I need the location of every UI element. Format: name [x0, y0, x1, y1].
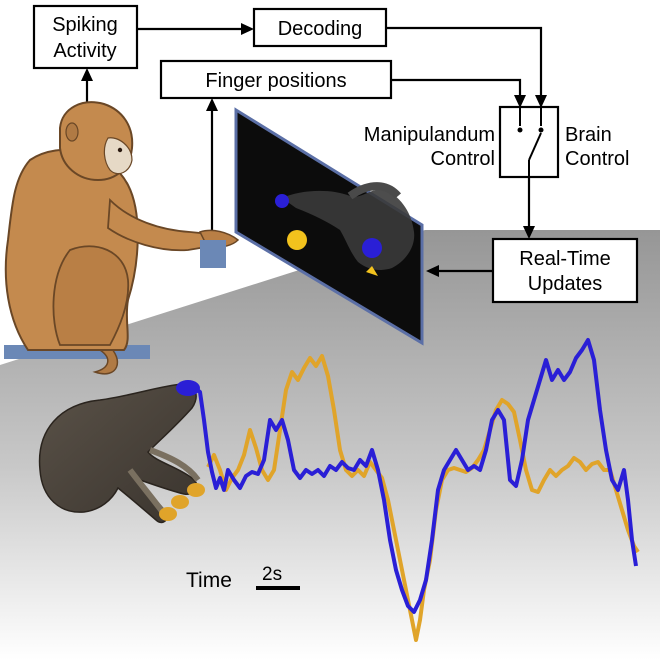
spiking-activity-label-line1: Spiking — [52, 14, 118, 36]
arrow-switch-to-updates — [523, 177, 535, 239]
screen-cursor-dot — [275, 194, 289, 208]
control-switch — [498, 105, 560, 179]
arrow-fingers-to-switch — [391, 78, 526, 108]
spiking-activity-box: Spiking Activity — [32, 4, 139, 70]
arrow-decoding-to-switch — [386, 26, 547, 108]
manipulandum-control-label-line2: Control — [431, 148, 495, 170]
arrow-updates-to-screen — [426, 265, 493, 277]
virtual-hand-fingertip-blue — [176, 380, 200, 396]
decoding-label: Decoding — [278, 18, 363, 40]
manipulandum-control-label-line1: Manipulandum — [364, 124, 495, 146]
arrow-monkey-to-spiking — [81, 68, 93, 106]
virtual-hand-fingertip-yellow-2 — [171, 495, 189, 509]
monkey-illustration — [4, 101, 240, 375]
brain-control-label-line1: Brain — [565, 124, 612, 146]
screen-target-dot — [287, 230, 307, 250]
finger-positions-label: Finger positions — [205, 70, 346, 92]
brain-control-label-line2: Control — [565, 148, 629, 170]
brain-control-trace — [180, 338, 638, 614]
virtual-hand-fingertip-yellow-1 — [187, 483, 205, 497]
real-time-updates-box: Real-Time Updates — [491, 237, 639, 304]
real-time-updates-label-line2: Updates — [528, 273, 603, 295]
spiking-activity-label-line2: Activity — [53, 40, 116, 62]
arrow-manipulandum-to-fingers — [206, 98, 218, 232]
virtual-hand-fingertip-yellow-3 — [159, 507, 177, 521]
background-floor — [0, 230, 660, 660]
time-scale-bar-label: 2s — [262, 564, 282, 585]
manipulandum-device — [200, 240, 226, 268]
arrow-spiking-to-decoding — [137, 23, 254, 35]
virtual-hand-illustration — [38, 380, 205, 524]
screen-fingertip-dot — [362, 238, 382, 258]
finger-positions-box: Finger positions — [159, 59, 393, 100]
display-screen — [234, 107, 424, 346]
decoding-box: Decoding — [252, 7, 388, 48]
time-axis-label: Time — [186, 569, 232, 592]
real-time-updates-label-line1: Real-Time — [519, 248, 611, 270]
